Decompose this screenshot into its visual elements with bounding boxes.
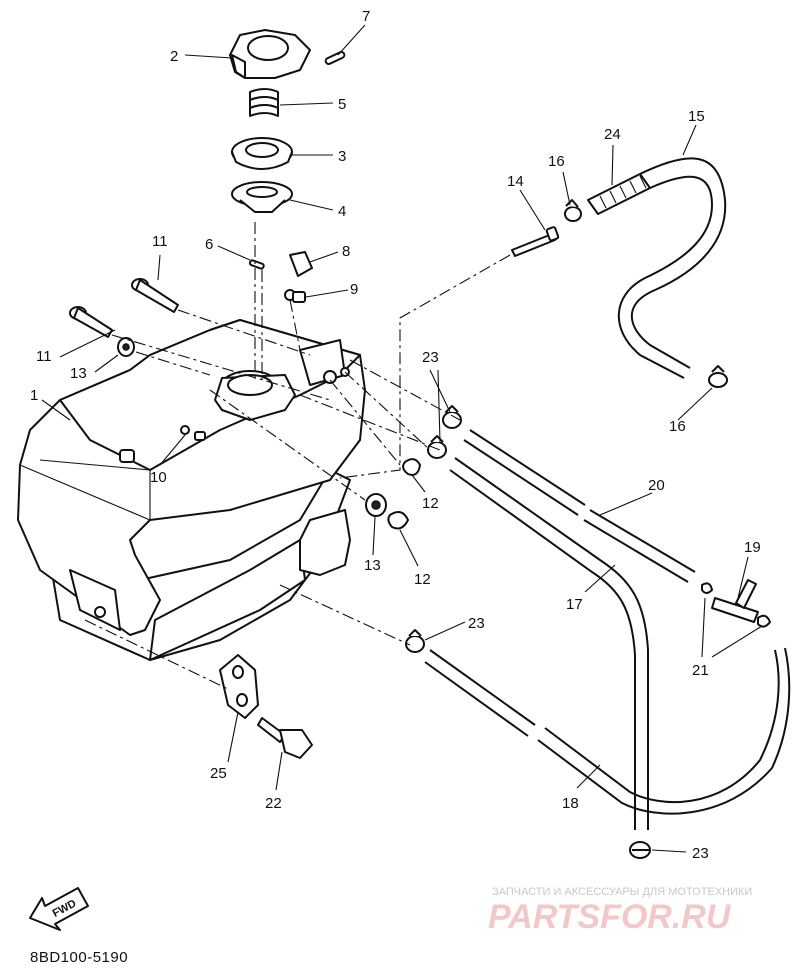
fitting-10[interactable] — [180, 425, 206, 441]
cap-gasket[interactable] — [231, 181, 293, 213]
tee-fitting-19[interactable] — [711, 579, 759, 623]
leader-lines — [41, 24, 763, 853]
clamp-23-c[interactable] — [405, 629, 425, 653]
callout-10: 10 — [150, 469, 167, 486]
bracket-25[interactable] — [219, 654, 259, 719]
callout-24: 24 — [604, 126, 621, 143]
cap-seal-ring[interactable] — [231, 137, 293, 170]
forward-arrow: FWD — [29, 887, 89, 931]
clip-21-a[interactable] — [701, 582, 713, 594]
drawing-code: 8BD100-5190 — [30, 949, 128, 966]
callout-18: 18 — [562, 795, 579, 812]
callout-16-upper: 16 — [548, 153, 565, 170]
hose-15[interactable] — [617, 157, 727, 379]
washer-13-lower[interactable] — [365, 493, 387, 517]
callout-8: 8 — [342, 243, 350, 260]
callout-13-lower: 13 — [364, 557, 381, 574]
clamp-16-lower[interactable] — [708, 365, 728, 388]
callout-11-lower: 11 — [36, 348, 52, 365]
fitting-9[interactable] — [284, 289, 306, 303]
callout-9: 9 — [350, 281, 358, 298]
bolt-22[interactable] — [257, 717, 313, 759]
clamp-23-b[interactable] — [427, 435, 447, 459]
bolt-11-upper[interactable] — [131, 278, 179, 313]
callout-21: 21 — [692, 662, 709, 679]
callout-13-upper: 13 — [70, 365, 87, 382]
callout-11-upper: 11 — [152, 233, 168, 250]
callout-22: 22 — [265, 795, 282, 812]
clip-8[interactable] — [289, 251, 313, 277]
callout-6: 6 — [205, 236, 213, 253]
callout-12-lower: 12 — [414, 571, 431, 588]
watermark-brand: PARTSFOR.RU — [488, 898, 732, 936]
clip-21-b[interactable] — [757, 614, 771, 628]
clip-12-lower[interactable] — [387, 510, 409, 530]
callout-16-lower: 16 — [669, 418, 686, 435]
cap-pin[interactable] — [324, 51, 346, 65]
callout-23-c: 23 — [692, 845, 709, 862]
callout-23-b: 23 — [468, 615, 485, 632]
callout-17: 17 — [566, 596, 583, 613]
spring-24[interactable] — [587, 173, 651, 215]
callout-19: 19 — [744, 539, 761, 556]
clamp-16-upper[interactable] — [564, 199, 582, 222]
hose-20[interactable] — [463, 429, 696, 583]
callout-1: 1 — [30, 387, 38, 404]
clip-12-upper[interactable] — [402, 458, 421, 476]
hose-18[interactable] — [424, 647, 791, 815]
callout-3: 3 — [338, 148, 346, 165]
pin-6[interactable] — [248, 259, 265, 270]
clamp-23-d[interactable] — [629, 841, 651, 859]
callout-25: 25 — [210, 765, 227, 782]
hose-17[interactable] — [449, 457, 649, 830]
fuel-cap[interactable] — [229, 29, 311, 79]
fuel-tank[interactable] — [17, 319, 366, 661]
callout-14: 14 — [507, 173, 524, 190]
watermark: ЗАПЧАСТИ И АКСЕССУАРЫ ДЛЯ МОТОТЕХНИКИ PA… — [488, 886, 752, 936]
bolt-11-lower[interactable] — [69, 306, 113, 338]
callout-2: 2 — [170, 48, 178, 65]
callout-7: 7 — [362, 8, 370, 25]
callout-20: 20 — [648, 477, 665, 494]
watermark-tagline: ЗАПЧАСТИ И АКСЕССУАРЫ ДЛЯ МОТОТЕХНИКИ — [492, 886, 752, 898]
callout-labels: 1 2 3 4 5 6 7 8 9 10 11 11 12 12 13 13 1… — [30, 8, 761, 862]
callout-5: 5 — [338, 96, 346, 113]
cap-spring[interactable] — [249, 88, 279, 117]
callout-15: 15 — [688, 108, 705, 125]
washer-13-upper[interactable] — [117, 337, 135, 357]
callout-4: 4 — [338, 203, 346, 220]
callout-12-upper: 12 — [422, 495, 439, 512]
assembly-lines — [84, 222, 511, 691]
bolt-14[interactable] — [511, 226, 560, 257]
clamp-23-a[interactable] — [442, 405, 462, 429]
callout-23-a: 23 — [422, 349, 439, 366]
